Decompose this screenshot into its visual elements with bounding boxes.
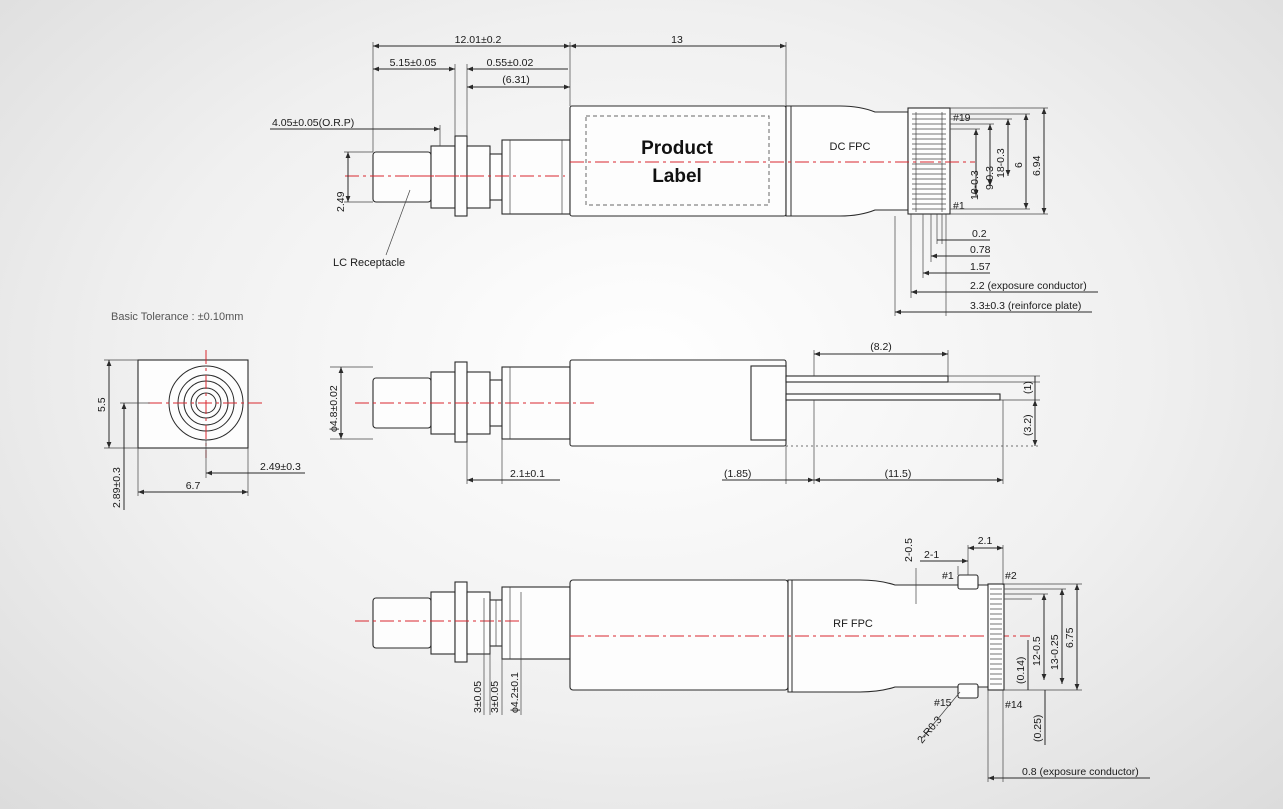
pin-1-label: #1: [953, 200, 965, 212]
dim-6-75: 6.75: [1064, 627, 1076, 648]
lc-receptacle-neck: [466, 145, 491, 209]
dim-orp: 4.05±0.05(O.R.P): [272, 117, 354, 129]
side-connector-block: [750, 365, 787, 441]
pin-14-rf: #14: [1005, 699, 1023, 711]
dim-3-a: 3±0.05: [472, 681, 484, 713]
dim-1: (1): [1022, 381, 1034, 394]
lc-receptacle-collar: [430, 145, 456, 209]
dim-2-1: 2.1±0.1: [510, 468, 545, 480]
dim-6-31: (6.31): [502, 74, 529, 86]
side-dc-fpc: [785, 375, 949, 383]
product-label-line2: Label: [652, 166, 702, 187]
top-dimensions: 12.01±0.2 13 5.15±0.05 0.55±0.02 (6.31) …: [270, 34, 787, 269]
dim-2-89: 2.89±0.3: [111, 467, 123, 508]
dim-2-1-top: 2.1: [978, 535, 993, 547]
lc-receptacle-ferrule: [372, 151, 432, 203]
pin-15-rf: #15: [934, 697, 952, 709]
dim-2-2: 2.2 (exposure conductor): [970, 280, 1087, 292]
bottom-module-body: [569, 579, 789, 691]
right-dimensions: 6.94 6 18-0.3 9-0.3 10-0.3: [950, 107, 1048, 215]
end-view: 5.5 2.89±0.3 6.7 2.49±0.3: [96, 350, 305, 510]
dim-2-1-pad: 2-1: [924, 549, 939, 561]
product-label-line1: Product: [641, 138, 713, 159]
dim-18: 18-0.3: [995, 148, 1007, 178]
bottom-view: RF FPC #1 #2 #15 #14 2-1 2.1 2-0.5 2-R0.…: [355, 535, 1150, 782]
rf-fpc-pads: [957, 574, 1005, 699]
dim-r0-3: 2-R0.3: [915, 714, 945, 746]
pin-2-rf: #2: [1005, 570, 1017, 582]
lc-receptacle-housing: [501, 139, 571, 215]
dim-6-7: 6.7: [186, 480, 201, 492]
dim-11-5: (11.5): [885, 468, 912, 480]
top-view: Product Label DC FPC #19 #1 12.01±0.2 13: [270, 34, 1098, 316]
dim-1-85: (1.85): [724, 468, 751, 480]
dim-12-01: 12.01±0.2: [455, 34, 502, 46]
dim-0-25: (0.25): [1032, 715, 1044, 742]
dim-3-b: 3±0.05: [489, 681, 501, 713]
dim-0-78: 0.78: [970, 244, 991, 256]
dim-3-2: (3.2): [1022, 414, 1034, 436]
basic-tolerance-note: Basic Tolerance : ±0.10mm: [111, 311, 243, 323]
rf-fpc-label: RF FPC: [833, 618, 873, 630]
dim-2-0-5: 2-0.5: [903, 538, 915, 562]
dc-fpc-label: DC FPC: [830, 141, 871, 153]
lc-receptacle-step: [489, 153, 503, 201]
dim-0-55: 0.55±0.02: [487, 57, 534, 69]
dim-5-5: 5.5: [96, 397, 108, 412]
dim-10: 10-0.3: [969, 170, 981, 200]
side-rf-fpc: [785, 393, 1001, 401]
dim-6-94: 6.94: [1031, 155, 1043, 176]
product-label-area: [585, 115, 770, 206]
dim-12-0-5: 12-0.5: [1031, 636, 1043, 666]
module-body: [569, 105, 787, 217]
side-view: ϕ4.8±0.02 2.1±0.1 (1.85) (11.5) (8.2) (1…: [328, 341, 1040, 484]
pin-19-label: #19: [953, 112, 971, 124]
dim-0-2: 0.2: [972, 228, 987, 240]
dim-0-8: 0.8 (exposure conductor): [1022, 766, 1139, 778]
dc-fpc: [785, 105, 909, 217]
dim-2-49-end: 2.49±0.3: [260, 461, 301, 473]
dim-3-3: 3.3±0.3 (reinforce plate): [970, 300, 1081, 312]
dim-6: 6: [1013, 162, 1025, 168]
end-view-body: [137, 359, 249, 449]
dim-8-2: (8.2): [870, 341, 892, 353]
bottom-ladder-dimensions: 0.2 0.78 1.57 2.2 (exposure conductor) 3…: [894, 214, 1098, 316]
dim-1-57: 1.57: [970, 261, 991, 273]
pin-1-rf: #1: [942, 570, 954, 582]
dim-2-49-top: 2.49: [335, 191, 347, 212]
dim-dia-4-2: ϕ4.2±0.1: [509, 672, 521, 713]
dim-dia-4-8: ϕ4.8±0.02: [328, 385, 340, 432]
dim-0-14: (0.14): [1015, 657, 1027, 684]
dim-9: 9-0.3: [984, 166, 996, 190]
lc-receptacle-label: LC Receptacle: [333, 257, 405, 269]
dc-fpc-pads: [907, 107, 951, 215]
dim-13-0-25: 13-0.25: [1049, 634, 1061, 670]
dim-5-15: 5.15±0.05: [390, 57, 437, 69]
dim-13: 13: [671, 34, 683, 46]
